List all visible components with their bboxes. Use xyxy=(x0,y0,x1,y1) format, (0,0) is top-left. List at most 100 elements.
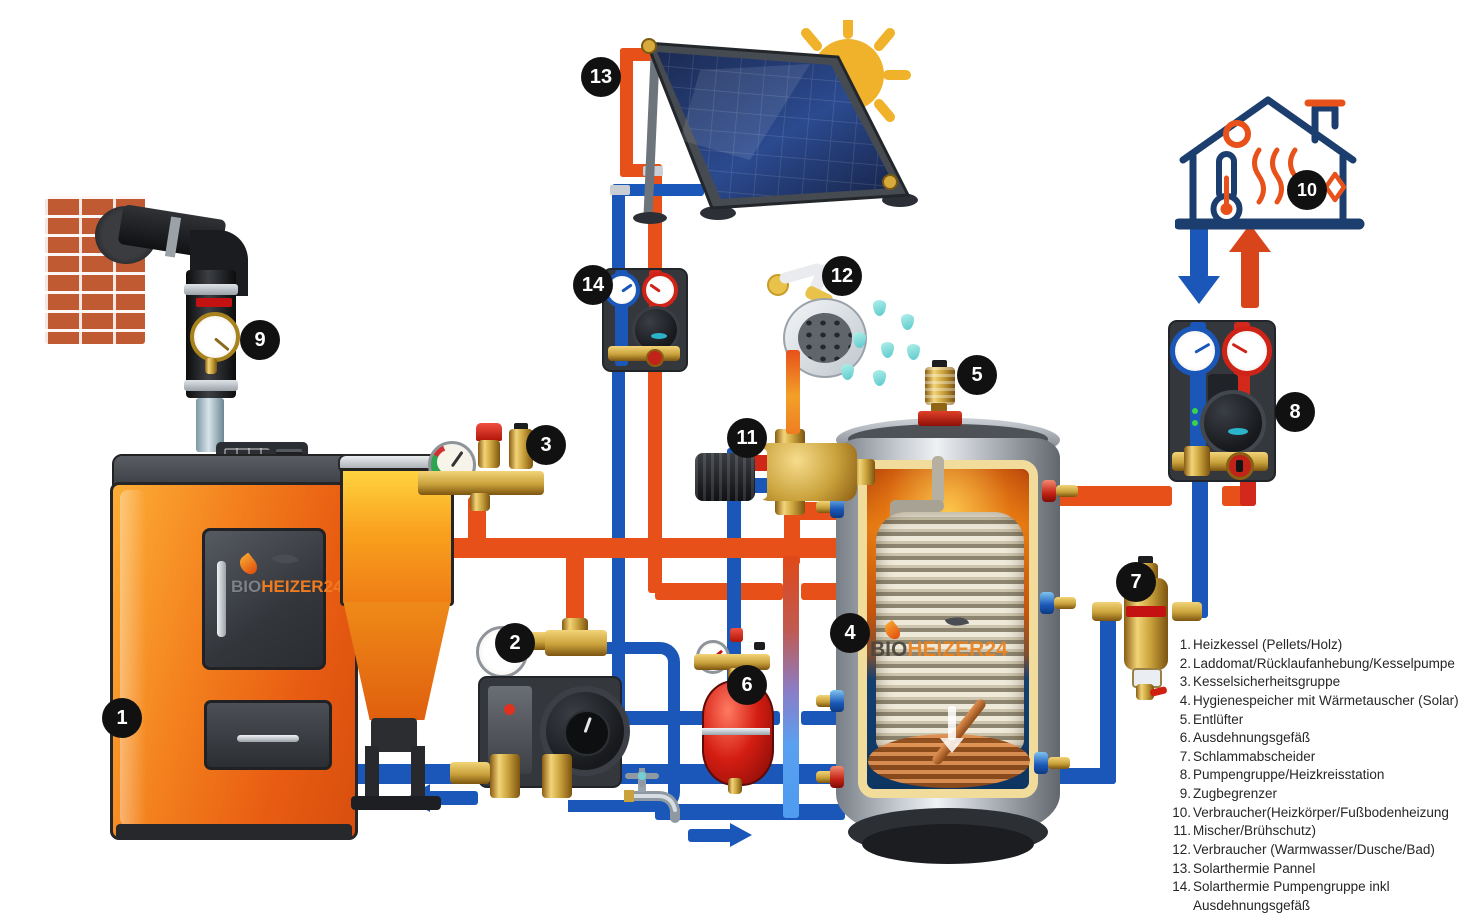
brand-bio: BIO xyxy=(870,638,908,661)
step-badge-1: 1 xyxy=(102,698,142,738)
faucet-icon xyxy=(612,765,692,830)
solar-panel xyxy=(600,11,930,230)
brand-heizer: HEIZER24 xyxy=(261,577,343,596)
flow-arrow-right xyxy=(730,823,752,847)
step-badge-12: 12 xyxy=(822,256,862,296)
legend-item-number: 9. xyxy=(1179,786,1191,801)
legend-item-number: 6. xyxy=(1179,730,1191,746)
laddomat-unit xyxy=(450,618,680,812)
pipe-solar-cold xyxy=(612,184,704,196)
flow-arrow-right-shaft xyxy=(688,829,732,842)
safety-valve-body xyxy=(478,440,500,468)
pipe-union xyxy=(610,185,630,195)
legend-item-text: Solarthermie Pannel xyxy=(1193,860,1316,876)
boiler-door-handle[interactable] xyxy=(217,561,226,637)
separator-port-right xyxy=(1172,602,1202,621)
pipe-heating-return xyxy=(1100,614,1116,784)
legend-item-text: Zugbegrenzer xyxy=(1193,786,1278,801)
mixer-knob[interactable] xyxy=(695,453,755,501)
separator-cap xyxy=(1138,556,1153,565)
gauge-hot xyxy=(1222,326,1272,376)
pipe-heating-supply xyxy=(1048,486,1172,506)
legend-list: 1.Heizkessel (Pellets/Holz)2.Laddomat/Rü… xyxy=(1158,636,1480,915)
flame-icon xyxy=(236,552,261,578)
water-drop xyxy=(841,364,854,380)
legend-item: 6.Ausdehnungsgefäß xyxy=(1158,729,1480,748)
pipe-heating-return xyxy=(1192,470,1208,618)
hopper-base xyxy=(351,796,441,810)
boiler-safety-group xyxy=(418,415,558,515)
legend-item: 8.Pumpengruppe/Heizkreisstation xyxy=(1158,766,1480,785)
mixer-body xyxy=(757,443,857,501)
step-badge-11: 11 xyxy=(727,418,767,458)
legend-item-number: 10. xyxy=(1172,804,1191,820)
step-badge-3: 3 xyxy=(526,425,566,465)
legend-item-text: Verbraucher(Heizkörper/Fußbodenheizung xyxy=(1193,804,1449,820)
separator-drain xyxy=(1136,684,1154,700)
laddomat-tee xyxy=(545,630,607,656)
tank-top-pipe-elbow xyxy=(890,500,944,512)
laddomat-pump xyxy=(540,686,630,776)
legend-item-number: 8. xyxy=(1179,767,1191,783)
step-badge-6: 6 xyxy=(727,665,767,705)
ash-drawer-handle[interactable] xyxy=(237,735,299,742)
water-drop xyxy=(853,332,866,348)
flue-band xyxy=(184,284,238,295)
legend-item-number: 12. xyxy=(1172,841,1191,857)
pipe-hot-main xyxy=(428,538,848,558)
legend-item-number: 1. xyxy=(1179,637,1191,652)
heating-pump xyxy=(1200,390,1266,456)
heating-pump-group xyxy=(1168,312,1280,484)
legend-item: 4.Hygienespeicher mit Wärmetauscher (Sol… xyxy=(1158,692,1480,711)
legend-item-text: Verbraucher (Warmwasser/Dusche/Bad) xyxy=(1193,841,1435,857)
step-badge-9: 9 xyxy=(240,320,280,360)
legend-item: 1.Heizkessel (Pellets/Holz) xyxy=(1158,636,1480,655)
pipe-solar-hot xyxy=(655,583,783,600)
pipe-mixed-return xyxy=(783,556,799,818)
ash-drawer[interactable] xyxy=(204,700,332,770)
laddomat-valve[interactable] xyxy=(490,754,520,798)
solar-pump-valve[interactable] xyxy=(646,349,664,367)
legend-item-number: 4. xyxy=(1179,692,1191,708)
water-drop xyxy=(907,344,920,360)
brand-bio: BIO xyxy=(231,577,262,596)
chimney xyxy=(40,190,260,456)
mixing-valve xyxy=(695,425,880,525)
tank-top-pipe xyxy=(932,456,944,504)
legend-item: 13.Solarthermie Pannel xyxy=(1158,860,1480,879)
safety-outlet xyxy=(470,493,490,511)
boiler-base xyxy=(116,824,352,840)
pipe-heating-return xyxy=(1056,768,1116,784)
water-drop xyxy=(873,370,886,386)
legend-item-text: Laddomat/Rücklaufanhebung/Kesselpumpe xyxy=(1193,655,1455,671)
legend-item: 14.Solarthermie Pumpengruppe inkl Ausdeh… xyxy=(1158,878,1480,915)
water-drop xyxy=(873,300,886,316)
draft-regulator-weight xyxy=(205,358,217,374)
step-badge-4: 4 xyxy=(830,613,870,653)
separator-label xyxy=(1126,606,1166,617)
safety-manifold xyxy=(418,471,544,495)
legend-item-text: Kesselsicherheitsgruppe xyxy=(1193,674,1341,690)
pump-group-valve[interactable] xyxy=(1226,452,1254,480)
step-badge-13: 13 xyxy=(581,57,621,97)
solar-pump-group xyxy=(602,262,688,376)
flow-arrow-down xyxy=(940,738,964,753)
legend-item-text: Hygienespeicher mit Wärmetauscher (Solar… xyxy=(1193,692,1459,708)
mixer-right-port xyxy=(853,459,875,485)
expansion-vessel xyxy=(690,628,785,813)
legend-item-text: Ausdehnungsgefäß xyxy=(1193,730,1311,746)
flue-band xyxy=(184,380,238,391)
hopper-leg xyxy=(411,746,425,802)
tank-pedestal xyxy=(862,824,1034,864)
step-badge-5: 5 xyxy=(957,355,997,395)
pump-led xyxy=(1192,420,1198,426)
brand-heizer: HEIZER24 xyxy=(907,638,1008,661)
laddomat-valve[interactable] xyxy=(542,754,572,798)
mixer-scale xyxy=(751,449,767,499)
legend-item-number: 2. xyxy=(1179,655,1191,671)
step-badge-14: 14 xyxy=(573,265,613,305)
legend-item: 12.Verbraucher (Warmwasser/Dusche/Bad) xyxy=(1158,841,1480,860)
air-vent xyxy=(918,360,966,430)
step-badge-8: 8 xyxy=(1275,392,1315,432)
legend-item-text: Entlüfter xyxy=(1193,711,1244,727)
